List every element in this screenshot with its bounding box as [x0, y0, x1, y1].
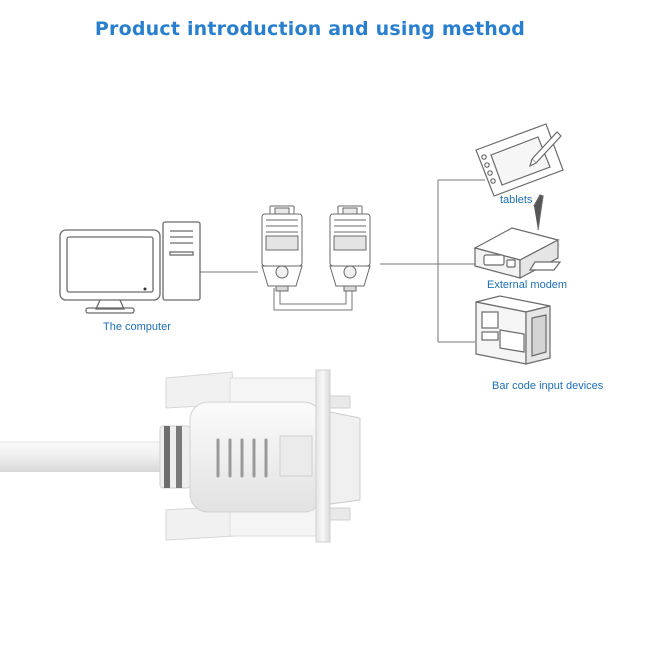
- db9-connector-icon: [261, 205, 303, 292]
- db9-cable-photo: [0, 369, 361, 543]
- tablets-label: tablets: [500, 194, 533, 206]
- connection-lines: [200, 179, 487, 343]
- modem-icon: [473, 194, 562, 279]
- modem-label: External modem: [487, 279, 568, 291]
- computer-tower-icon: [162, 221, 201, 301]
- page-title: Product introduction and using method: [94, 18, 526, 40]
- computer-label: The computer: [103, 321, 171, 333]
- computer-monitor-icon: [59, 229, 161, 314]
- tablet-icon: [475, 123, 564, 197]
- barcode-printer-icon: [475, 295, 551, 365]
- barcode-label: Bar code input devices: [492, 380, 604, 392]
- db9-connector-icon: [329, 205, 371, 292]
